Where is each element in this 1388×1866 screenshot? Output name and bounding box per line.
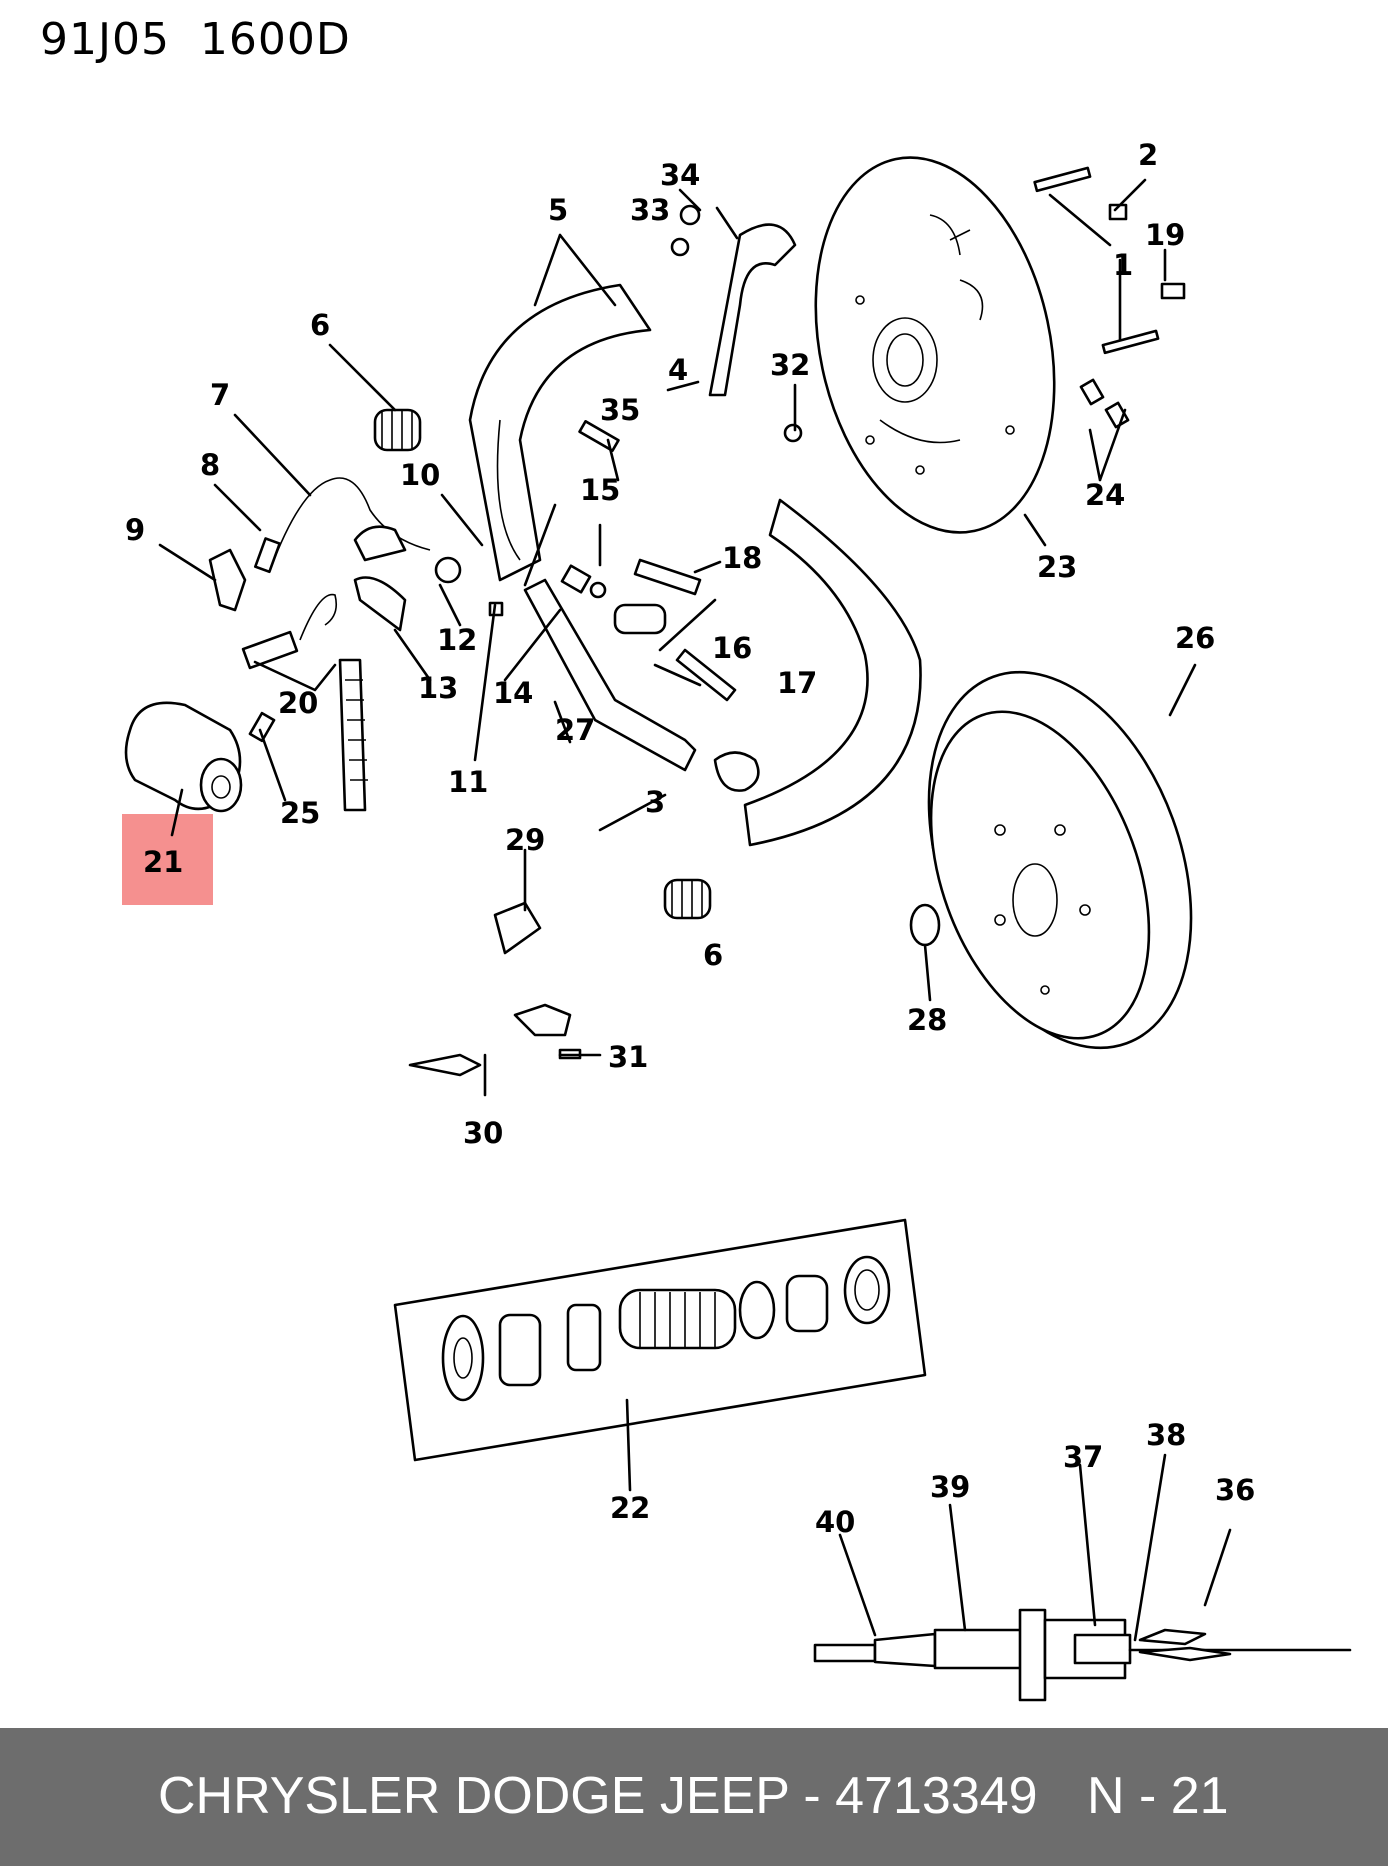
brake-shoe-upper-drawing: [468, 283, 652, 582]
callout-29: 29: [505, 823, 545, 857]
callout-20: 20: [278, 686, 318, 720]
callout-5: 5: [548, 193, 568, 227]
wheel-cylinder-21-drawing[interactable]: [124, 701, 243, 813]
brake-assembly-diagram: 2 1 19 34 33 5 4 32 6 7 35 8 10 15 24 9 …: [122, 138, 1352, 1702]
diagram-reference: N - 21: [1087, 1767, 1229, 1825]
part-info-footer: CHRYSLER DODGE JEEP - 4713349 N - 21: [0, 1728, 1388, 1866]
callout-7: 7: [210, 378, 230, 412]
callout-16: 16: [712, 631, 752, 665]
parking-cable-drawing: [813, 1608, 1352, 1702]
callout-4: 4: [668, 353, 688, 387]
callout-8: 8: [200, 448, 220, 482]
callout-38: 38: [1146, 1418, 1186, 1452]
callout-11: 11: [448, 765, 488, 799]
callout-10: 10: [400, 458, 440, 492]
callout-21[interactable]: 21: [143, 845, 183, 879]
callout-18: 18: [722, 541, 762, 575]
callout-33: 33: [630, 193, 670, 227]
callout-27: 27: [555, 713, 595, 747]
small-parts-drawing: [208, 166, 1186, 1077]
callout-35: 35: [600, 393, 640, 427]
callout-32: 32: [770, 348, 810, 382]
callout-24: 24: [1085, 478, 1125, 512]
callout-39: 39: [930, 1470, 970, 1504]
master-cylinder-kit-drawing: [393, 1218, 927, 1462]
adjuster-lever-drawing: [708, 223, 797, 397]
callout-30: 30: [463, 1116, 503, 1150]
callout-6-upper: 6: [310, 308, 330, 342]
callout-19: 19: [1145, 218, 1185, 252]
part-21-highlight[interactable]: [122, 814, 213, 905]
callout-28: 28: [907, 1003, 947, 1037]
callout-26: 26: [1175, 621, 1215, 655]
leader-lines: [158, 178, 1232, 1642]
callout-25: 25: [280, 796, 320, 830]
callout-12: 12: [437, 623, 477, 657]
strut-drawing: [523, 578, 697, 772]
backing-plate-drawing: [814, 156, 1056, 534]
callout-1: 1: [1113, 248, 1133, 282]
callout-14: 14: [493, 676, 533, 710]
callout-31: 31: [608, 1040, 648, 1074]
callout-2: 2: [1138, 138, 1158, 172]
callout-13: 13: [418, 671, 458, 705]
callout-3: 3: [645, 785, 665, 819]
brake-shoe-lower-drawing: [743, 498, 922, 847]
callout-23: 23: [1037, 550, 1077, 584]
callout-37: 37: [1063, 1440, 1103, 1474]
callout-6-lower: 6: [703, 938, 723, 972]
diagram-code-header: 91J05 1600D: [40, 14, 351, 65]
callout-labels: 2 1 19 34 33 5 4 32 6 7 35 8 10 15 24 9 …: [125, 138, 1255, 1539]
callout-40: 40: [815, 1505, 855, 1539]
callout-36: 36: [1215, 1473, 1255, 1507]
callout-17: 17: [777, 666, 817, 700]
callout-22: 22: [610, 1491, 650, 1525]
callout-15: 15: [580, 473, 620, 507]
callout-34: 34: [660, 158, 700, 192]
callout-9: 9: [125, 513, 145, 547]
brand-part-number: CHRYSLER DODGE JEEP - 4713349: [158, 1767, 1038, 1825]
springs-drawing: [338, 408, 760, 920]
brake-drum-drawing: [927, 670, 1193, 1050]
